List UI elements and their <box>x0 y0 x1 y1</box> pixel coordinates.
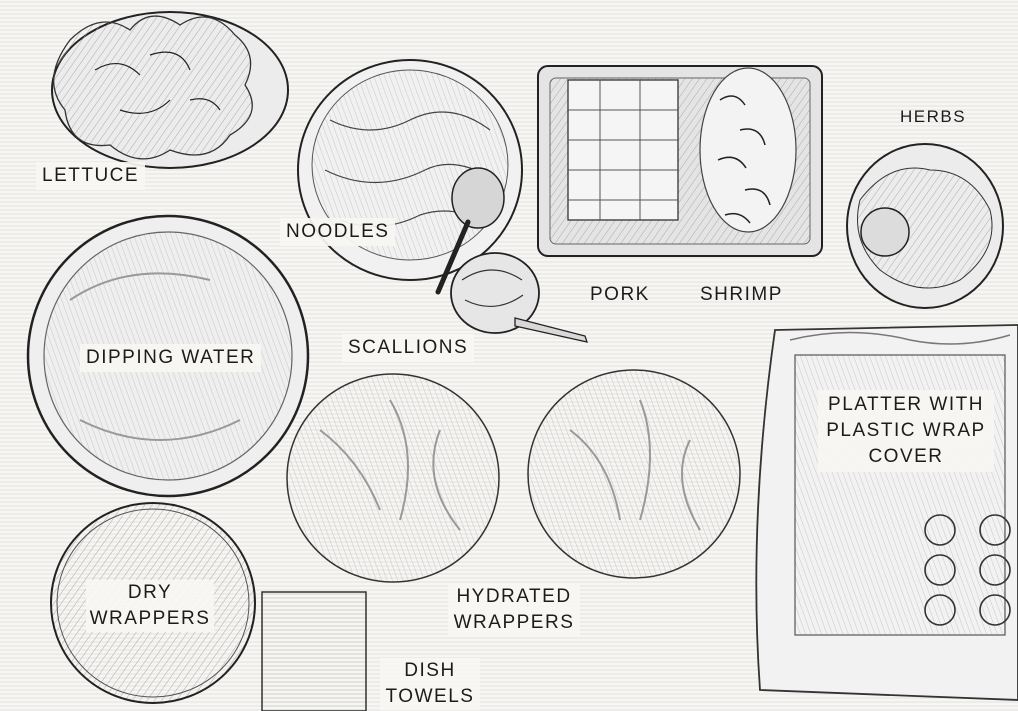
label-scallions: SCALLIONS <box>342 334 474 362</box>
label-hydrated-line2: WRAPPERS <box>448 610 580 636</box>
label-dry-line2: WRAPPERS <box>86 606 214 632</box>
herbs-bowl <box>847 144 1003 308</box>
label-platter-line1: PLATTER WITH <box>818 392 994 418</box>
label-hydrated-line1: HYDRATED <box>448 584 580 610</box>
pork-shrimp-tray <box>538 66 822 256</box>
label-shrimp: SHRIMP <box>700 282 783 308</box>
shrimp-pile <box>700 68 796 232</box>
hydrated-wrapper-left <box>287 374 499 582</box>
lettuce-bowl <box>52 12 288 168</box>
label-herbs: HERBS <box>900 104 966 130</box>
label-pork: PORK <box>590 282 650 308</box>
label-dish-towels: DISH TOWELS <box>380 658 480 710</box>
label-platter-line3: COVER <box>818 444 994 470</box>
dish-towels <box>262 592 366 711</box>
label-hydrated-wrappers: HYDRATED WRAPPERS <box>448 584 580 636</box>
label-dipping-water: DIPPING WATER <box>80 344 261 372</box>
label-towels-line2: TOWELS <box>380 684 480 710</box>
hydrated-wrapper-right <box>528 370 740 578</box>
label-noodles: NOODLES <box>280 218 395 246</box>
platter-with-wrap <box>756 325 1018 700</box>
label-dry-wrappers: DRY WRAPPERS <box>86 580 214 632</box>
label-towels-line1: DISH <box>380 658 480 684</box>
label-dry-line1: DRY <box>86 580 214 606</box>
label-platter: PLATTER WITH PLASTIC WRAP COVER <box>818 390 994 472</box>
label-platter-line2: PLASTIC WRAP <box>818 418 994 444</box>
pork-slices <box>568 80 678 220</box>
label-lettuce: LETTUCE <box>36 162 145 190</box>
